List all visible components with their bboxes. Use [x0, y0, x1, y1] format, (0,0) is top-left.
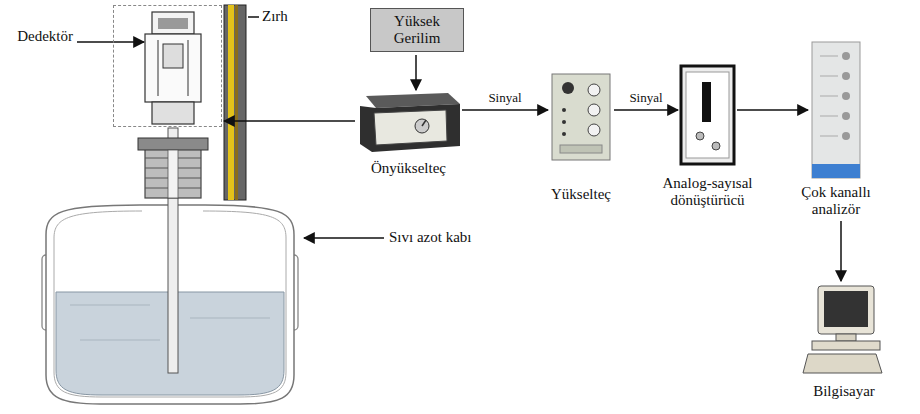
device-slot: [702, 82, 711, 122]
device-line: [820, 76, 838, 77]
detector: [77, 12, 201, 124]
knob-pointer: [422, 120, 426, 126]
signal-arrow: [224, 120, 355, 122]
signal-arrow: [462, 109, 548, 111]
detector-assembly: Dedektör: [113, 5, 222, 127]
device-knob: [588, 124, 600, 136]
device-line: [820, 116, 838, 117]
device-knob: [842, 92, 850, 100]
device-knob: [842, 52, 850, 60]
signal-label: Sinyal: [488, 90, 521, 105]
device-dot: [562, 120, 566, 124]
cold-finger: [168, 150, 178, 198]
detector-line: [158, 40, 159, 96]
device-line: [820, 96, 838, 97]
device-label: Yükselteç: [551, 186, 611, 203]
box-text: Yüksek Gerilim: [376, 13, 458, 47]
adc-picture: [681, 66, 734, 164]
shield-layer: [235, 5, 238, 200]
device-label: Analog-sayısal dönüştürücü: [633, 175, 783, 209]
cold-finger: [168, 128, 178, 373]
signal-arrow: [614, 109, 678, 111]
part-label: Sıvı azot kabı: [389, 229, 472, 246]
computer: Bilgisayar: [805, 283, 883, 378]
device-strip: [812, 164, 860, 178]
device-knob: [712, 142, 720, 150]
detector-window: [158, 18, 188, 29]
device-panel: [374, 110, 447, 145]
device-knob: [415, 119, 429, 133]
liquid-streak: [70, 305, 150, 306]
device-panel: [552, 74, 610, 160]
device-knob: [562, 82, 574, 94]
detector-cap: [152, 12, 194, 34]
computer-picture: [803, 286, 882, 373]
adc: Analog-sayısal dönüştürücü: [680, 65, 735, 165]
leader-line: [77, 41, 144, 43]
device-knob: [842, 132, 850, 140]
neck-collar: [138, 138, 208, 150]
detector-base: [152, 102, 194, 124]
device-knob: [842, 112, 850, 120]
device-knob: [696, 132, 704, 140]
shield: [224, 5, 259, 200]
preamplifier: Önyükselteç: [357, 92, 460, 152]
multichannel-analyzer: Çok kanallı analizör: [810, 40, 862, 180]
device-dot: [562, 108, 566, 112]
signal-arrow: [737, 109, 808, 111]
device-line: [820, 56, 838, 57]
liquid-streak: [80, 340, 160, 341]
shield-layer: [228, 5, 234, 200]
device-dot: [562, 132, 566, 136]
device-panel: [812, 42, 860, 178]
signal-arrow: [840, 221, 842, 281]
dewar-neck: [145, 148, 201, 198]
amplifier-picture: [552, 74, 610, 160]
detector-crystal: [163, 44, 183, 68]
liquid-streak: [190, 318, 270, 319]
leader-line: [248, 16, 259, 18]
leader-line: [304, 237, 384, 239]
computer-case: [812, 341, 880, 350]
device-face: [686, 72, 729, 158]
dewar: [42, 128, 298, 404]
keyboard: [803, 354, 882, 373]
signal-arrow: [415, 55, 417, 90]
amplifier: Yükselteç: [550, 72, 612, 162]
device-strip: [560, 145, 602, 153]
monitor-screen: [824, 291, 868, 327]
device-knob: [842, 72, 850, 80]
mca-picture: [812, 42, 860, 178]
signal-label: Sinyal: [629, 90, 662, 105]
device-label: Dedektör: [17, 28, 73, 45]
power-supply-box: Yüksek Gerilim: [370, 8, 464, 52]
monitor-stand: [836, 334, 856, 341]
device-label: Çok kanallı analizör: [786, 184, 886, 218]
device-label: Önyükselteç: [371, 160, 446, 177]
monitor: [818, 286, 874, 334]
device-panel: [681, 66, 734, 164]
device-knob: [588, 84, 600, 96]
part-label: Zırh: [262, 8, 288, 25]
detector-body: [145, 34, 201, 102]
device-label: Bilgisayar: [813, 383, 875, 400]
device-body: [360, 104, 460, 152]
shield-lead: [224, 5, 246, 200]
detector-line: [188, 40, 189, 96]
device-line: [820, 136, 838, 137]
device-knob: [588, 104, 600, 116]
preamplifier-picture: [360, 93, 460, 152]
